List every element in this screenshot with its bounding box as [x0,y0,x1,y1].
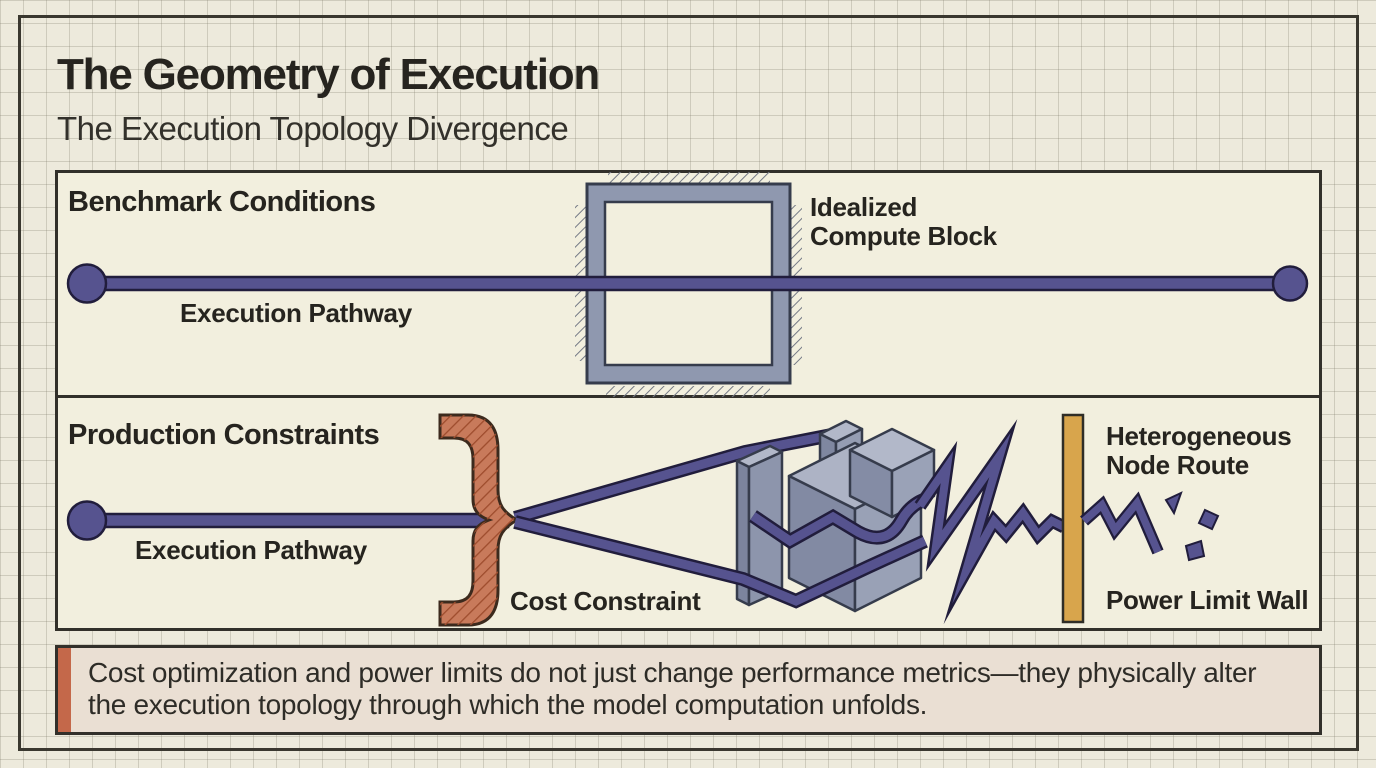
node-route-label-line2: Node Route [1106,450,1249,480]
node-route-label: Heterogeneous Node Route [1106,421,1292,480]
callout-accent-bar [58,648,71,732]
production-pathway-label: Execution Pathway [135,535,367,565]
compute-block-label-line2: Compute Block [810,221,997,251]
node-route-label-line1: Heterogeneous [1106,421,1292,451]
compute-block-label: Idealized Compute Block [810,193,997,251]
benchmark-heading: Benchmark Conditions [68,186,376,218]
benchmark-pathway-label: Execution Pathway [180,298,412,328]
power-limit-wall-label: Power Limit Wall [1106,585,1309,615]
production-heading: Production Constraints [68,419,380,451]
callout-text: Cost optimization and power limits do no… [88,657,1257,720]
cost-constraint-label: Cost Constraint [510,586,701,616]
page-title: The Geometry of Execution [57,50,600,99]
page-subtitle: The Execution Topology Divergence [57,110,569,147]
callout-box: Cost optimization and power limits do no… [55,645,1322,735]
page-border-frame [18,15,1359,751]
compute-block-label-line1: Idealized [810,192,918,222]
